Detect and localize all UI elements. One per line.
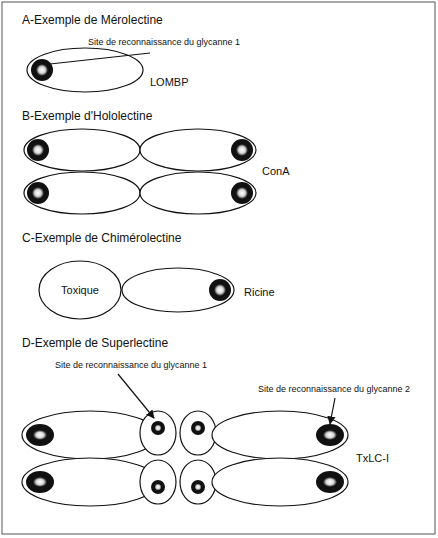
site-label: Site de reconnaissance du glycanne 1 — [55, 360, 207, 370]
protein-name: ConA — [262, 165, 290, 178]
lectin-domain — [180, 460, 216, 504]
lectin-domain — [24, 172, 140, 214]
protein-name: LOMBP — [150, 76, 189, 89]
lectin-domain — [140, 411, 176, 455]
lectin-domain — [27, 48, 143, 92]
protein-name: TxLC-I — [356, 452, 389, 465]
lectin-domain — [212, 411, 348, 459]
lectin-domain — [140, 129, 256, 171]
lectin-domain — [22, 411, 158, 459]
lectin-domain — [24, 129, 140, 171]
section-heading: B-Exemple d'Hololectine — [22, 110, 152, 124]
lectin-domain — [140, 172, 256, 214]
lectin-domain — [22, 458, 158, 506]
frame — [2, 2, 435, 534]
section-heading: C-Exemple de Chimérolectine — [22, 232, 181, 246]
leader-arrow — [330, 398, 335, 424]
section-heading: A-Exemple de Mérolectine — [22, 14, 163, 28]
lectin-domain — [180, 411, 216, 455]
domain-label: Toxique — [61, 284, 99, 296]
protein-name: Ricine — [244, 286, 275, 299]
site-label: Site de reconnaissance du glycanne 1 — [88, 37, 240, 47]
binding-sites — [26, 59, 344, 494]
lectin-domain — [140, 460, 176, 504]
site-label: Site de reconnaissance du glycanne 2 — [258, 384, 410, 394]
lectin-domain — [212, 458, 348, 506]
leader-arrow — [118, 374, 154, 418]
toxic-domain: Toxique — [38, 260, 122, 320]
leader-line — [50, 53, 150, 64]
lectin-domain — [122, 268, 234, 312]
section-heading: D-Exemple de Superlectine — [22, 337, 168, 351]
